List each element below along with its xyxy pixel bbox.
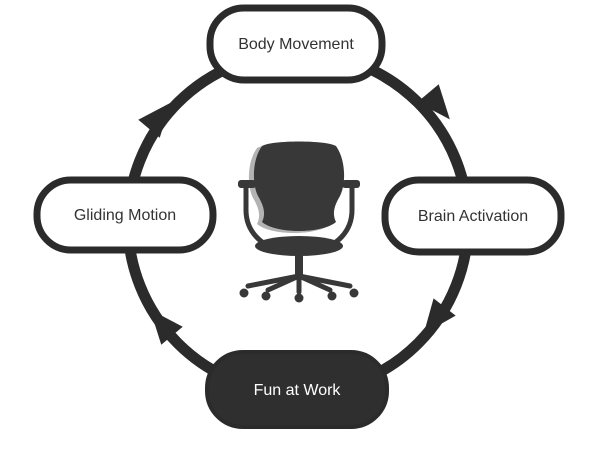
node-body-movement: Body Movement	[206, 4, 386, 84]
flow-arrow-top-right	[417, 84, 450, 120]
node-gliding-motion-label: Gliding Motion	[74, 207, 176, 224]
node-gliding-motion: Gliding Motion	[33, 176, 217, 254]
flow-arrow-top-left	[138, 102, 171, 138]
flow-arrow-bottom-left	[150, 309, 183, 345]
node-body-movement-label: Body Movement	[238, 36, 354, 53]
node-brain-activation: Brain Activation	[381, 176, 565, 256]
flow-arrow-bottom-right	[423, 298, 456, 334]
office-chair-icon	[238, 141, 360, 303]
node-fun-at-work: Fun at Work	[205, 350, 389, 429]
node-fun-at-work-label: Fun at Work	[254, 382, 342, 399]
node-brain-activation-label: Brain Activation	[418, 208, 528, 225]
